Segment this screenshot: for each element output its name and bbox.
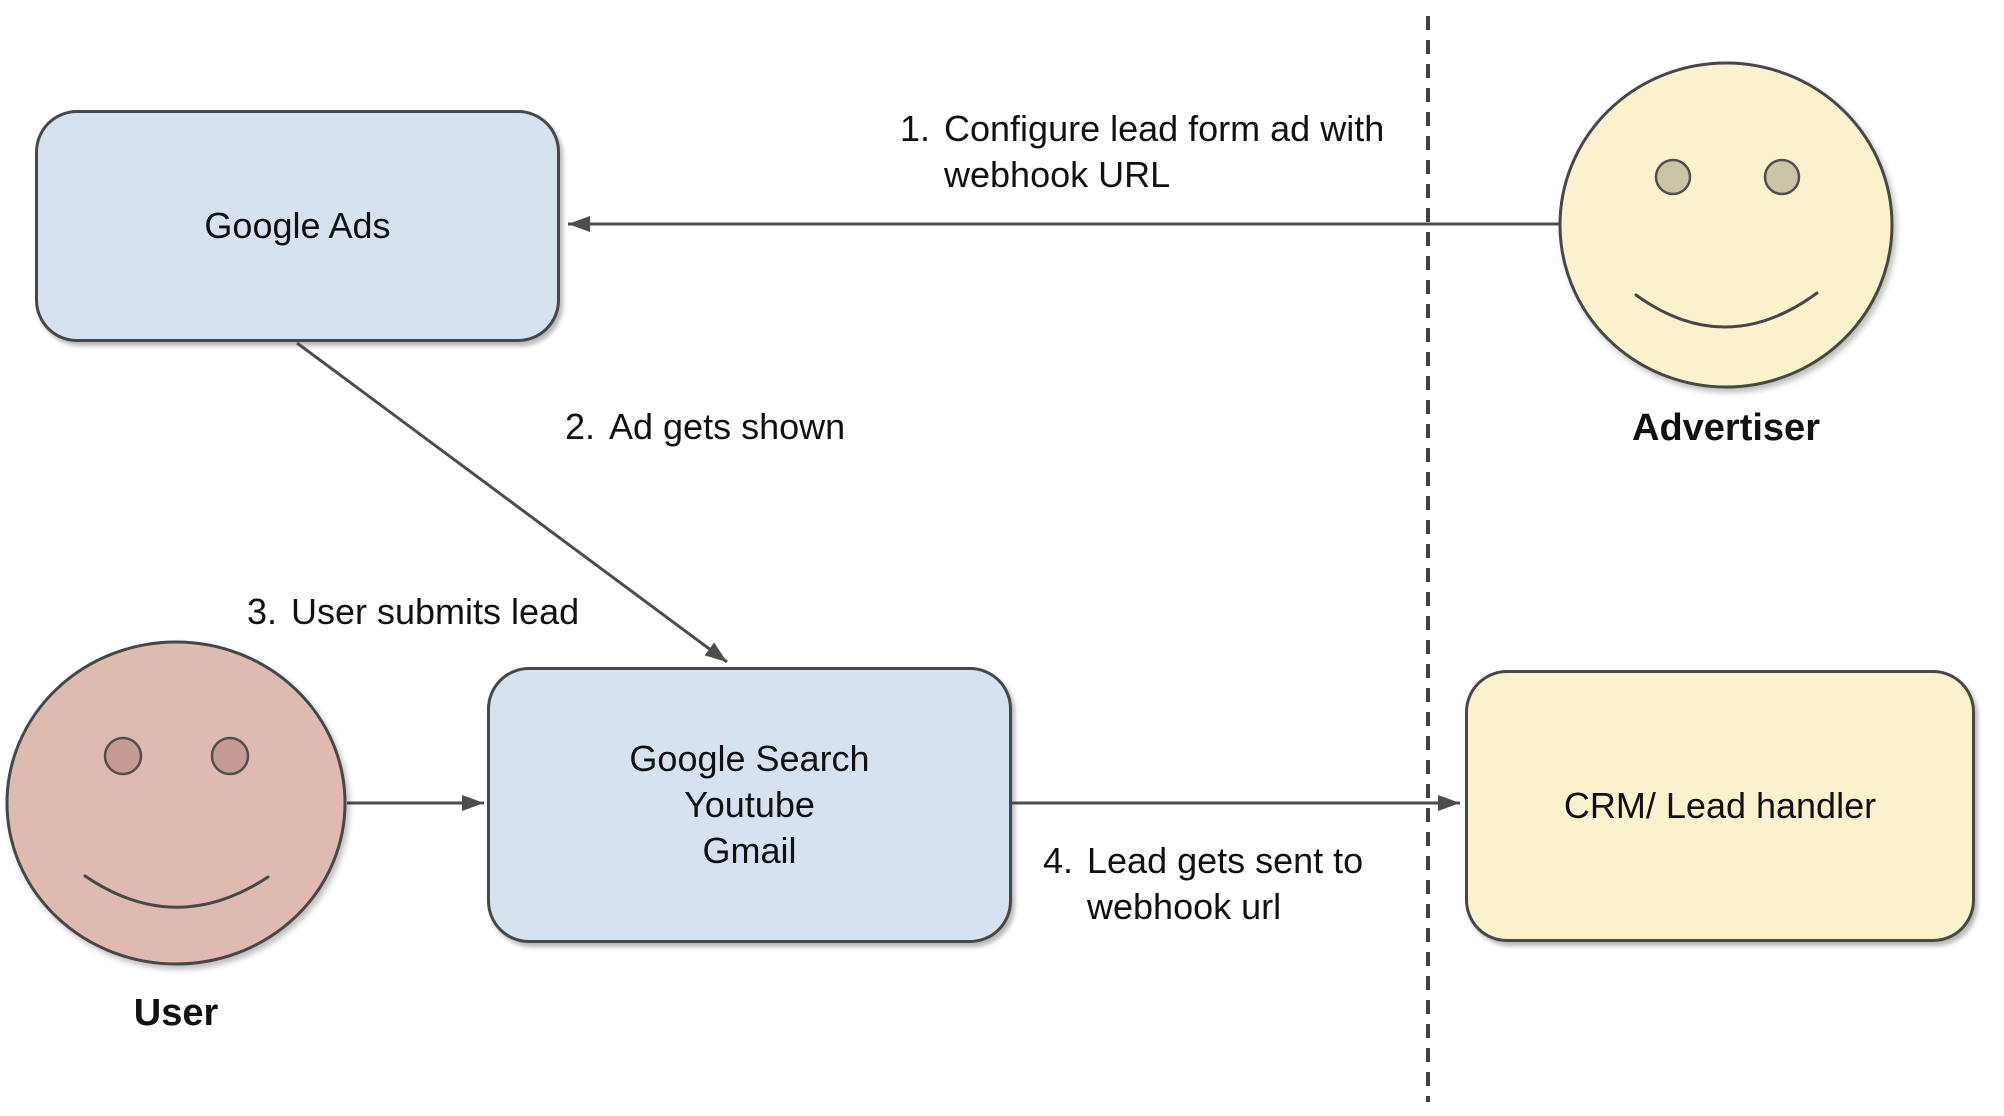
crm-label: CRM/ Lead handler	[1563, 785, 1877, 826]
advertiser-smiley-icon	[1558, 61, 1894, 389]
step-4-number: 4.	[1043, 840, 1074, 881]
channels-line-1: Google Search	[629, 738, 870, 779]
crm-lead-handler-node: CRM/ Lead handler	[1465, 670, 1975, 942]
step-3-line-1: User submits lead	[291, 591, 580, 632]
step-4-annotation: 4. Lead gets sent to webhook url	[1043, 838, 1363, 930]
user-label: User	[133, 992, 219, 1034]
channels-line-2: Youtube	[684, 784, 815, 825]
step-2-line-1: Ad gets shown	[609, 406, 846, 447]
step-2-annotation: 2. Ad gets shown	[565, 404, 845, 450]
channels-node: Google Search Youtube Gmail	[487, 667, 1012, 943]
google-ads-node: Google Ads	[35, 110, 560, 342]
step-4-line-1: Lead gets sent to	[1087, 840, 1364, 881]
step-1-annotation: 1. Configure lead form ad with webhook U…	[900, 106, 1384, 198]
advertiser-left-eye	[1654, 158, 1692, 196]
step-3-number: 3.	[247, 591, 278, 632]
step-2-number: 2.	[565, 406, 596, 447]
step-3-annotation: 3. User submits lead	[247, 589, 579, 635]
google-ads-label: Google Ads	[204, 205, 391, 246]
step-1-line-1: Configure lead form ad with	[944, 108, 1385, 149]
user-right-eye	[210, 736, 250, 776]
channels-line-3: Gmail	[702, 830, 797, 871]
advertiser-right-eye	[1763, 158, 1801, 196]
step-1-line-2: webhook URL	[944, 154, 1171, 195]
step-4-line-2: webhook url	[1087, 886, 1282, 927]
step-1-number: 1.	[900, 108, 931, 149]
advertiser-smile	[1634, 291, 1819, 329]
advertiser-label: Advertiser	[1632, 407, 1820, 449]
user-smile	[83, 874, 270, 909]
user-left-eye	[103, 736, 143, 776]
user-smiley-icon	[5, 640, 347, 966]
